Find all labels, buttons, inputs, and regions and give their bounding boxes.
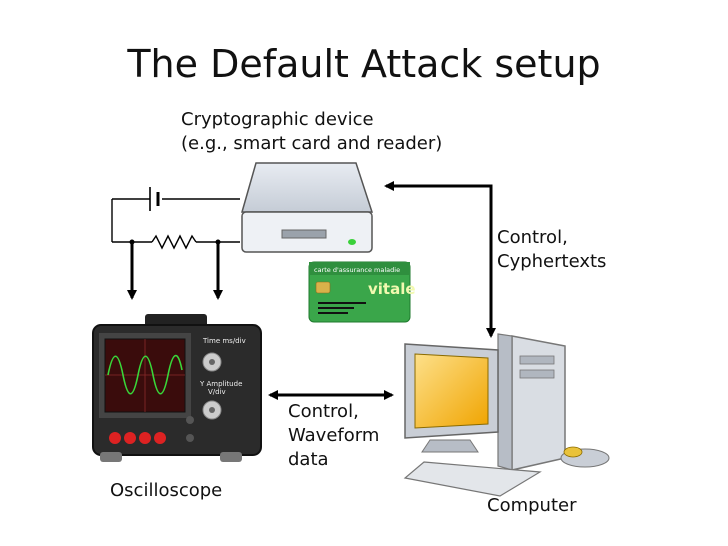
smart-card-icon: carte d'assurance maladie vitale (308, 261, 416, 323)
time-div-label: Time ms/div (202, 337, 246, 345)
mouse-icon (563, 446, 583, 458)
chip-icon (315, 281, 331, 294)
arrow-device-computer (384, 181, 496, 338)
computer-icon (403, 333, 610, 497)
keyboard-icon (403, 461, 542, 497)
waveform-trace (107, 354, 183, 395)
device-reader-icon (241, 162, 374, 253)
circuit (111, 187, 240, 300)
control-cyph-line1: Control, (497, 227, 568, 248)
control-cyph-line2: Cyphertexts (497, 251, 607, 272)
amp-label-1: Y Amplitude (199, 380, 242, 388)
computer-label: Computer (487, 495, 577, 516)
amp-label-2: V/div (208, 388, 226, 396)
oscilloscope-label: Oscilloscope (110, 480, 223, 501)
card-brand: vitale (368, 280, 416, 298)
control-wave-line3: data (288, 449, 329, 470)
scope-button-icon (109, 432, 121, 444)
control-waveform-label: Control, Waveform data (288, 400, 379, 472)
resistor-icon (151, 234, 197, 250)
control-wave-line2: Waveform (288, 425, 380, 446)
oscilloscope-icon: Time ms/div Y Amplitude V/div (92, 314, 262, 462)
control-cyphertexts-label: Control, Cyphertexts (497, 226, 606, 274)
device-label-line1: Cryptographic device (181, 109, 374, 130)
page-title: The Default Attack setup (127, 42, 601, 86)
control-wave-line1: Control, (288, 401, 359, 422)
card-header: carte d'assurance maladie (314, 266, 400, 274)
device-label-line2: (e.g., smart card and reader) (181, 133, 443, 154)
device-label: Cryptographic device (e.g., smart card a… (181, 108, 442, 156)
